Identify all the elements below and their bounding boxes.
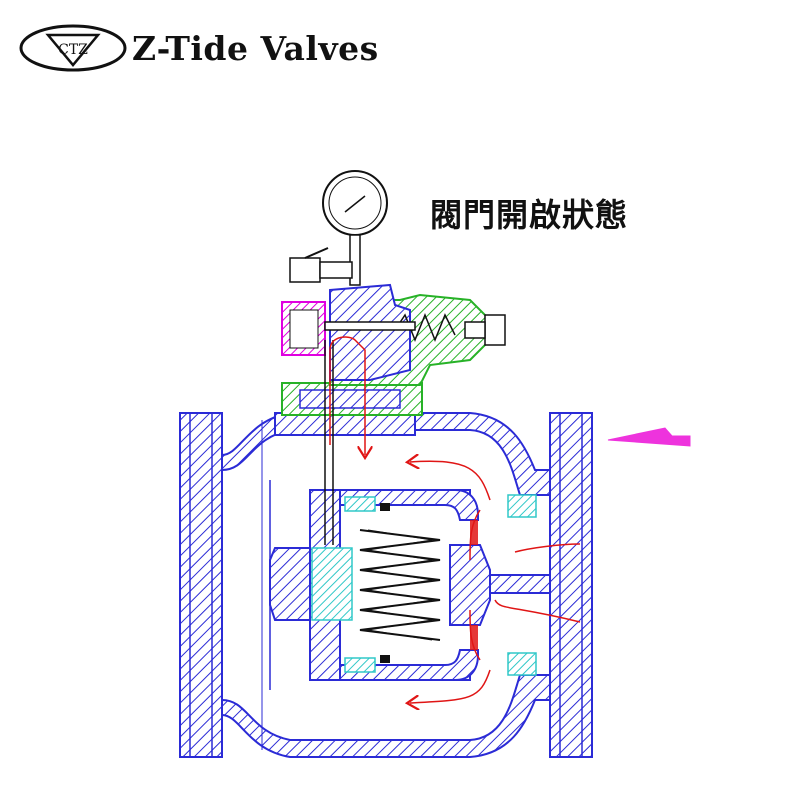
- company-logo-icon: CTZ: [19, 24, 127, 72]
- o-ring-upper: [380, 503, 390, 511]
- seat-ring-upper: [344, 496, 376, 512]
- guide-bushing: [311, 547, 353, 621]
- flow-direction-arrow-icon: [607, 427, 691, 447]
- seat-ring-lower: [344, 657, 376, 673]
- diagram-title: 閥門開啟狀態: [430, 196, 629, 234]
- cylinder-lug: [269, 547, 311, 621]
- outlet-seat-lower: [507, 652, 537, 676]
- pressure-gauge-icon: [322, 170, 388, 286]
- brand-name: Z-Tide Valves: [132, 28, 379, 68]
- valve-body-lower: [221, 674, 551, 758]
- inlet-flange: [179, 412, 223, 758]
- valve-stem: [489, 574, 551, 594]
- adjusting-screw: [484, 314, 506, 346]
- o-ring-lower: [380, 655, 390, 663]
- outlet-flange: [549, 412, 593, 758]
- ball-valve-icon: [289, 247, 353, 283]
- logo-lettering: CTZ: [58, 42, 88, 58]
- pilot-spring: [394, 312, 456, 343]
- valve-disc: [449, 520, 551, 650]
- outlet-seat-upper: [507, 494, 537, 518]
- bonnet-neck: [274, 412, 416, 436]
- pilot-valve: [281, 283, 506, 416]
- flow-path: [329, 336, 581, 703]
- header: CTZ Z-Tide Valves: [18, 18, 379, 78]
